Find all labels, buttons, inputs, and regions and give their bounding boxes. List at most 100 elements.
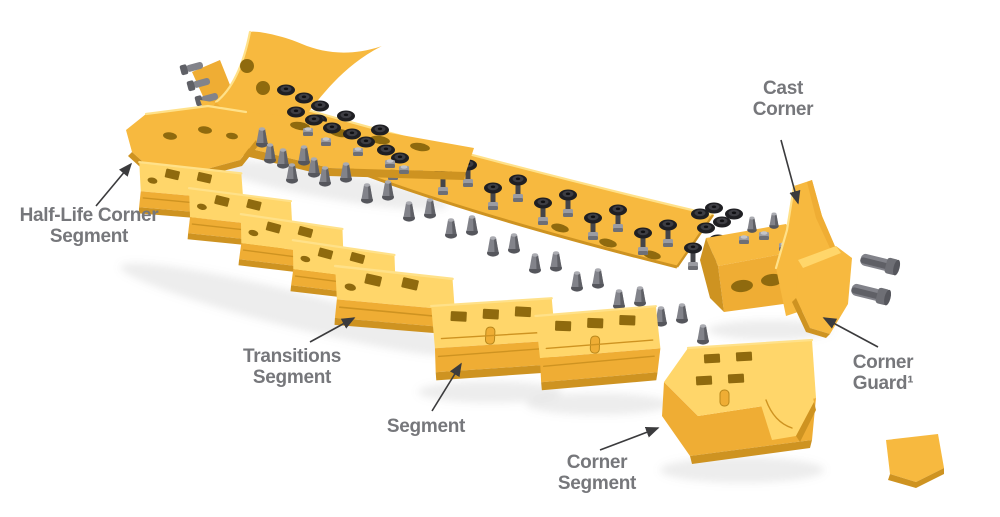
bolt-hole bbox=[599, 238, 617, 248]
plow-bolt bbox=[634, 286, 646, 307]
label-corner-segment: Corner Segment bbox=[537, 452, 657, 494]
nut bbox=[353, 147, 363, 156]
washer bbox=[277, 84, 295, 96]
plow-bolt bbox=[466, 215, 478, 236]
corner-segment-bottom bbox=[690, 440, 812, 464]
label-line: Half-Life Corner bbox=[19, 205, 159, 226]
washer bbox=[371, 124, 389, 136]
blade-bottom-edge bbox=[344, 165, 678, 269]
retainer-pin bbox=[849, 280, 893, 307]
plow-bolt bbox=[508, 233, 520, 254]
half-life-edge bbox=[128, 140, 258, 178]
plow-bolt bbox=[613, 289, 625, 310]
plow-bolt bbox=[697, 324, 709, 345]
nut bbox=[385, 159, 395, 168]
corner-segment-arrow bbox=[599, 427, 660, 451]
washer bbox=[311, 100, 329, 112]
tab-slot bbox=[719, 389, 730, 407]
shadow bbox=[418, 381, 562, 403]
corner-guard-part bbox=[792, 246, 852, 338]
shadow bbox=[660, 457, 824, 483]
retainer-pins bbox=[849, 250, 902, 307]
corner-base-edge bbox=[212, 140, 466, 180]
label-segment: Segment bbox=[366, 416, 486, 437]
plow-bolt bbox=[487, 236, 499, 257]
corner-guard-body bbox=[796, 246, 852, 334]
slot bbox=[735, 351, 753, 362]
base-side bbox=[700, 238, 724, 312]
slot bbox=[695, 375, 713, 386]
corner-segment-part bbox=[662, 338, 816, 464]
half-life-top-edge bbox=[144, 104, 248, 116]
retainer-pin bbox=[858, 250, 902, 277]
transitions-segment-arrow bbox=[309, 317, 356, 343]
hole bbox=[226, 132, 238, 140]
blade-top-edge bbox=[270, 98, 715, 217]
label-corner-guard: Corner Guard¹ bbox=[823, 352, 943, 394]
segment-arrow bbox=[431, 362, 462, 412]
slot bbox=[703, 353, 721, 364]
nut bbox=[303, 127, 313, 136]
hole bbox=[163, 132, 177, 140]
wear-block bbox=[760, 360, 814, 440]
half-life-corner-segment-arrow bbox=[95, 162, 133, 207]
washer bbox=[377, 144, 395, 156]
label-cast-corner: Cast Corner bbox=[723, 78, 843, 120]
partial-segment-edge bbox=[888, 468, 944, 488]
washer bbox=[343, 128, 361, 140]
wear-block-side bbox=[796, 402, 816, 442]
cast-corner-fold bbox=[807, 180, 840, 259]
washer bbox=[705, 202, 723, 214]
left-cast-corner bbox=[179, 30, 474, 180]
label-line: Cast bbox=[763, 78, 803, 99]
corner-guard-bottom bbox=[792, 298, 830, 338]
plow-bolt bbox=[676, 303, 688, 324]
base-top bbox=[706, 224, 804, 266]
base-hole bbox=[410, 142, 430, 152]
washer bbox=[357, 136, 375, 148]
plow-bolt bbox=[529, 253, 541, 274]
plow-bolt bbox=[571, 271, 583, 292]
label-line: Segment bbox=[49, 226, 129, 247]
half-life-corner-segment-part bbox=[126, 104, 258, 178]
fin-hole bbox=[256, 81, 270, 95]
corner-segment-edge bbox=[686, 338, 814, 350]
plow-bolt bbox=[769, 212, 779, 229]
base-hole bbox=[731, 279, 753, 293]
base-hole bbox=[370, 135, 390, 145]
label-transitions-segment: Transitions Segment bbox=[217, 346, 367, 388]
nut bbox=[739, 235, 749, 244]
washer bbox=[287, 106, 305, 118]
label-line: Corner bbox=[852, 352, 914, 373]
wear-block-notch bbox=[765, 399, 793, 429]
corner-fin-plate bbox=[216, 31, 382, 119]
base-hole bbox=[761, 273, 783, 287]
slot bbox=[727, 373, 745, 384]
leader-arrows bbox=[95, 139, 879, 451]
label-line: Segment bbox=[557, 473, 637, 494]
label-line: Corner bbox=[566, 452, 628, 473]
label-half-life-corner-segment: Half-Life Corner Segment bbox=[3, 205, 175, 247]
label-line: Guard¹ bbox=[852, 373, 914, 394]
segment-part bbox=[531, 300, 663, 396]
bolt-hole bbox=[551, 223, 569, 233]
label-line: Corner bbox=[752, 99, 814, 120]
shadow bbox=[708, 320, 832, 340]
washer-nut-fastener bbox=[684, 242, 702, 270]
shadow bbox=[120, 263, 470, 357]
cast-corner-arrow bbox=[780, 139, 801, 205]
nut bbox=[759, 231, 769, 240]
fin-hole bbox=[240, 59, 254, 73]
plow-bolt bbox=[445, 218, 457, 239]
washer bbox=[295, 92, 313, 104]
nut bbox=[399, 165, 409, 174]
nut bbox=[321, 137, 331, 146]
washer bbox=[697, 222, 715, 234]
washer bbox=[305, 114, 323, 126]
shadow bbox=[526, 393, 670, 415]
washer bbox=[337, 110, 355, 122]
corner-guard-arrow bbox=[822, 317, 879, 348]
label-line: Transitions bbox=[242, 346, 342, 367]
plow-bolt bbox=[550, 251, 562, 272]
hole bbox=[198, 126, 212, 134]
